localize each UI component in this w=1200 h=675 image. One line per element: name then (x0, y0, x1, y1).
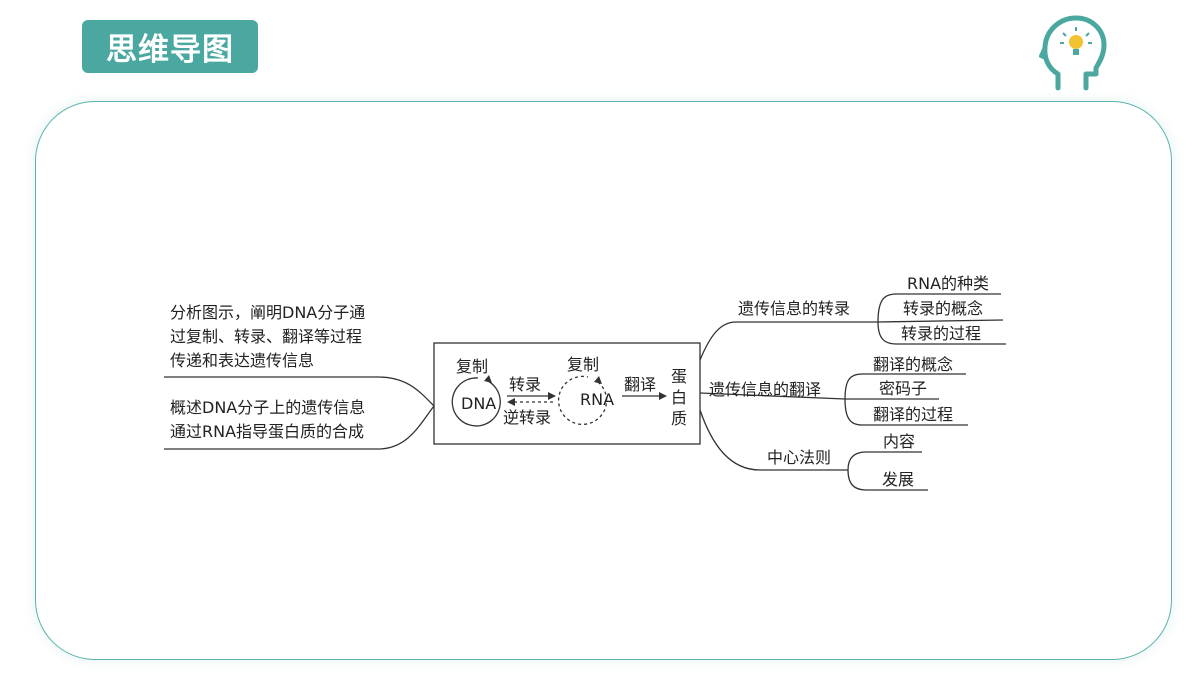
protein-char-1: 蛋 (671, 367, 687, 386)
rna-node: RNA (580, 390, 614, 409)
branch-1-child-1-connector (877, 293, 1001, 323)
dna-loop-label: 复制 (456, 357, 488, 376)
branch-1-child-2-connector (877, 319, 1004, 323)
lightbulb-head-icon (1039, 15, 1107, 91)
content-frame (35, 101, 1172, 660)
goal-1-line-3: 传递和表达遗传信息 (170, 351, 314, 370)
branch-1-connector (699, 321, 878, 361)
goal-2-connector (164, 405, 435, 450)
branch-1-label: 遗传信息的转录 (738, 299, 850, 318)
branch-3-child-2: 发展 (882, 470, 914, 489)
translation-label: 翻译 (624, 375, 656, 394)
branch-3-child-1-connector (847, 451, 922, 471)
branch-2-child-1-connector (844, 373, 966, 400)
branch-2-child-3: 翻译的过程 (873, 405, 953, 424)
goal-1-line-2: 过复制、转录、翻译等过程 (170, 327, 362, 346)
dna-node: DNA (461, 394, 496, 413)
branch-1-child-3: 转录的过程 (901, 324, 981, 343)
rna-loop-arrow-icon (594, 376, 602, 384)
reverse-transcription-arrowhead-icon (507, 398, 515, 406)
branch-3-child-1: 内容 (883, 432, 915, 451)
branch-3-label: 中心法则 (767, 448, 831, 467)
goal-1-line-1: 分析图示，阐明DNA分子通 (170, 303, 365, 322)
rna-loop (557, 375, 608, 425)
translation-arrowhead-icon (659, 392, 667, 400)
branch-2-label: 遗传信息的翻译 (709, 380, 821, 399)
branch-2-child-2: 密码子 (879, 379, 927, 398)
branch-1-child-2: 转录的概念 (903, 299, 983, 318)
goal-2-line-2: 通过RNA指导蛋白质的合成 (170, 422, 364, 441)
branch-2-child-1: 翻译的概念 (873, 355, 953, 374)
goal-2-line-1: 概述DNA分子上的遗传信息 (170, 398, 365, 417)
branch-3-connector (699, 409, 848, 471)
branch-3-child-2-connector (847, 469, 928, 491)
branch-2-child-3-connector (844, 398, 968, 426)
dna-loop-arrow-icon (484, 375, 492, 383)
branch-1-child-3-connector (877, 321, 1006, 345)
transcription-arrowhead-icon (548, 392, 556, 400)
reverse-transcription-label: 逆转录 (503, 408, 551, 427)
goal-1-connector (164, 376, 435, 407)
protein-char-3: 质 (671, 409, 687, 428)
rna-loop-label: 复制 (567, 355, 599, 374)
transcription-label: 转录 (509, 375, 541, 394)
branch-1-child-1: RNA的种类 (907, 274, 989, 293)
branch-2-connector (699, 392, 846, 400)
page-title: 思维导图 (82, 20, 258, 73)
protein-char-2: 白 (671, 388, 687, 407)
dna-loop (451, 377, 501, 427)
